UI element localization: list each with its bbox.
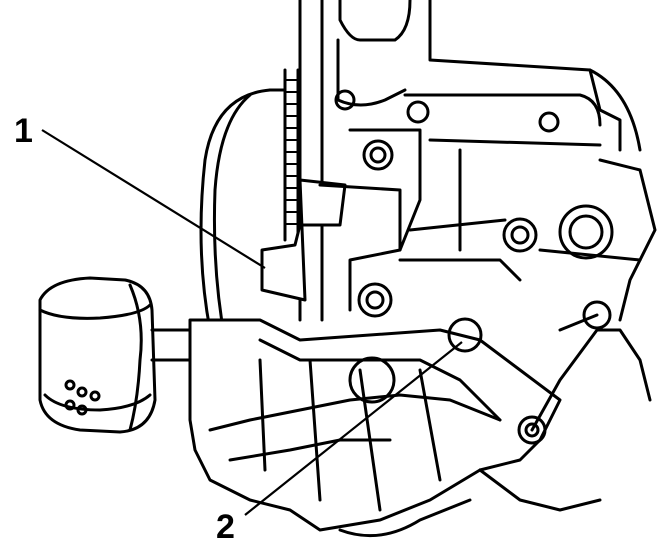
callout-label-2: 2 (216, 508, 235, 546)
leader-line-1 (41, 129, 266, 269)
rubber-mount (38, 276, 192, 434)
bracket-lower (188, 300, 652, 538)
leader-line-2 (244, 341, 463, 516)
engine-block (298, 0, 657, 322)
callout-label-1: 1 (14, 112, 33, 150)
bracket-upper (260, 128, 538, 318)
toothed-belt (283, 68, 300, 242)
